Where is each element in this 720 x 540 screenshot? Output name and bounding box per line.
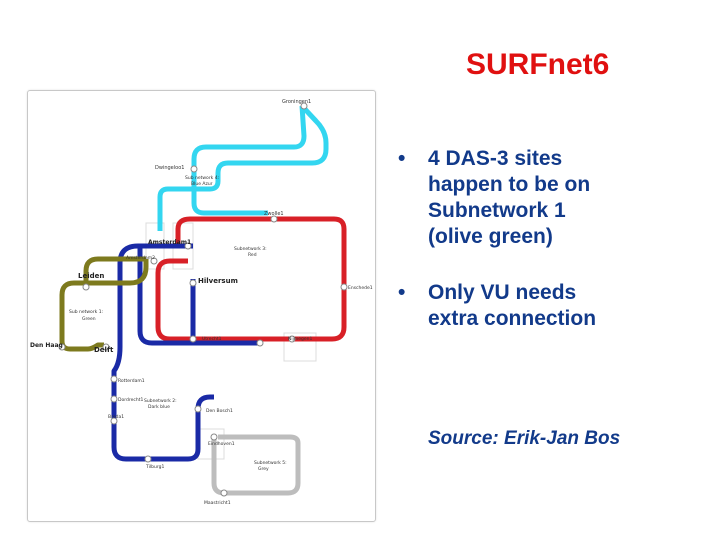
bullet-marker: • <box>398 147 406 170</box>
label-enschede: Enschede1 <box>348 285 373 291</box>
label-groningen: Groningen1 <box>282 99 311 105</box>
bullet-line: extra connection <box>428 307 597 330</box>
label-denbosch: Den Bosch1 <box>206 408 233 414</box>
station-denhaag <box>58 343 66 351</box>
station-nijmegen <box>288 335 296 343</box>
bullet-list: • 4 DAS-3 sites happen to be on Subnetwo… <box>398 146 708 332</box>
station-rotterdam <box>110 375 118 383</box>
station-amsterdam2 <box>150 257 158 265</box>
station-breda <box>110 417 118 425</box>
subnetwork-cyan-line <box>157 104 329 231</box>
label-subnet3-a: Subnetwork 3: <box>234 246 267 252</box>
label-tilburg: Tilburg1 <box>145 464 164 470</box>
station-groningen <box>300 102 308 110</box>
station-dwingeloo <box>190 165 198 173</box>
network-map-svg: Groningen1 Dwingeloo1 Sub network 4: Blu… <box>30 99 373 506</box>
station-nijmegen-west <box>256 339 264 347</box>
label-subnet5-b: Grey <box>258 466 269 472</box>
station-eindhoven <box>210 433 218 441</box>
label-subnet2-b: Dark blue <box>148 404 170 410</box>
label-subnet2-a: Subnetwork 2: <box>144 398 177 404</box>
slide-title: SURFnet6 <box>466 48 610 81</box>
subnetwork-cyan-branch <box>191 105 307 216</box>
station-tilburg <box>144 455 152 463</box>
station-zwolle <box>270 215 278 223</box>
station-amsterdam1 <box>184 242 192 250</box>
subnetwork-olive-branch <box>83 256 146 287</box>
label-subnet4-a: Sub network 4: <box>185 175 219 181</box>
station-utrecht <box>189 335 197 343</box>
label-hilversum: Hilversum <box>198 277 238 285</box>
label-subnet1-b: Green <box>82 316 96 322</box>
label-subnet3-b: Red <box>248 252 257 258</box>
bullet-line: Only VU needs <box>428 281 577 304</box>
station-hilversum <box>189 279 197 287</box>
label-denhaag: Den Haag <box>30 342 63 349</box>
label-amsterdam2: Amsterdam2 <box>126 255 155 261</box>
subnetwork-red-line <box>155 216 347 342</box>
bullet-line: happen to be on <box>428 173 591 196</box>
station-maastricht <box>220 489 228 497</box>
label-subnet5-a: Subnetwork 5: <box>254 460 287 466</box>
station-delft <box>102 343 110 351</box>
label-amsterdam1: Amsterdam1 <box>148 239 191 246</box>
bullet-item: • 4 DAS-3 sites happen to be on Subnetwo… <box>398 146 708 250</box>
bullet-line: 4 DAS-3 sites <box>428 147 563 170</box>
subnetwork-olive-line <box>59 259 149 352</box>
label-eindhoven: Eindhoven1 <box>208 441 235 447</box>
bullet-item: • Only VU needs extra connection <box>398 280 708 332</box>
station-leiden <box>82 283 90 291</box>
label-subnet1-a: Sub network 1: <box>69 309 103 315</box>
station-denbosch <box>194 405 202 413</box>
label-nijmegen: Nijmegen1 <box>288 336 312 342</box>
bullet-marker: • <box>398 281 406 304</box>
bullet-line: (olive green) <box>428 225 553 248</box>
label-zwolle: Zwolle1 <box>264 211 284 217</box>
station-dots <box>58 102 348 497</box>
label-utrecht: Utrecht1 <box>202 336 222 342</box>
station-dordrecht <box>110 395 118 403</box>
label-breda: Breda1 <box>108 414 124 420</box>
bullet-text: Only VU needs extra connection <box>428 280 708 332</box>
source-credit: Source: Erik-Jan Bos <box>428 428 621 449</box>
bullet-line: Subnetwork 1 <box>428 199 566 222</box>
station-enschede <box>340 283 348 291</box>
label-delft: Delft <box>94 346 114 354</box>
label-leiden: Leiden <box>78 272 104 280</box>
label-rotterdam: Rotterdam1 <box>118 378 145 384</box>
subnetwork-grey-line <box>211 434 301 496</box>
bullet-text: 4 DAS-3 sites happen to be on Subnetwork… <box>428 146 708 250</box>
nijmegen-box <box>283 332 317 362</box>
network-map: Groningen1 Dwingeloo1 Sub network 4: Blu… <box>27 90 376 522</box>
subnetwork-blue-branch <box>137 246 258 346</box>
label-dordrecht: Dordrecht1 <box>118 397 143 403</box>
label-dwingeloo: Dwingeloo1 <box>155 165 184 171</box>
label-subnet4-b: Blue Azur <box>191 181 213 187</box>
label-maastricht: Maastricht1 <box>204 500 231 506</box>
